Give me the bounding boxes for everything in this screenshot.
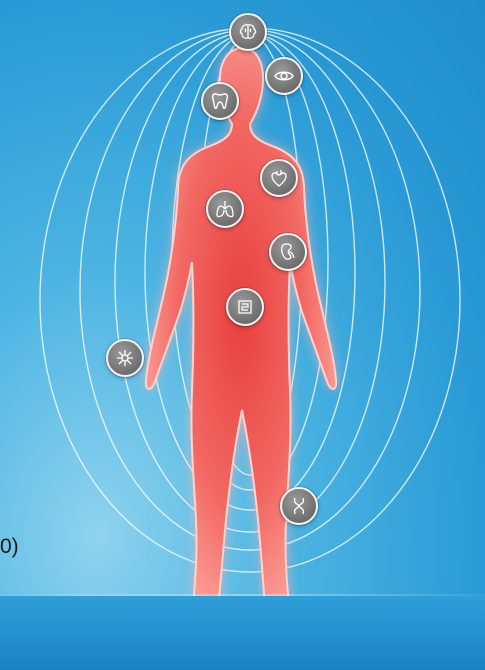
floor xyxy=(0,596,485,670)
intestines-marker[interactable] xyxy=(226,288,264,326)
heart-icon xyxy=(267,166,291,190)
kidney-marker[interactable] xyxy=(269,233,307,271)
nerve-cell-icon xyxy=(113,346,137,370)
eye-icon xyxy=(272,64,296,88)
cropped-text-fragment: 0) xyxy=(0,536,19,557)
lungs-marker[interactable] xyxy=(206,190,244,228)
brain-icon xyxy=(236,20,260,44)
knee-joint-icon xyxy=(287,494,311,518)
eye-marker[interactable] xyxy=(265,57,303,95)
heart-marker[interactable] xyxy=(260,159,298,197)
intestines-icon xyxy=(233,295,257,319)
kidney-icon xyxy=(276,240,300,264)
tooth-icon xyxy=(208,89,232,113)
knee-marker[interactable] xyxy=(280,487,318,525)
lungs-icon xyxy=(213,197,237,221)
nerves-marker[interactable] xyxy=(106,339,144,377)
tooth-marker[interactable] xyxy=(201,82,239,120)
brain-marker[interactable] xyxy=(229,13,267,51)
